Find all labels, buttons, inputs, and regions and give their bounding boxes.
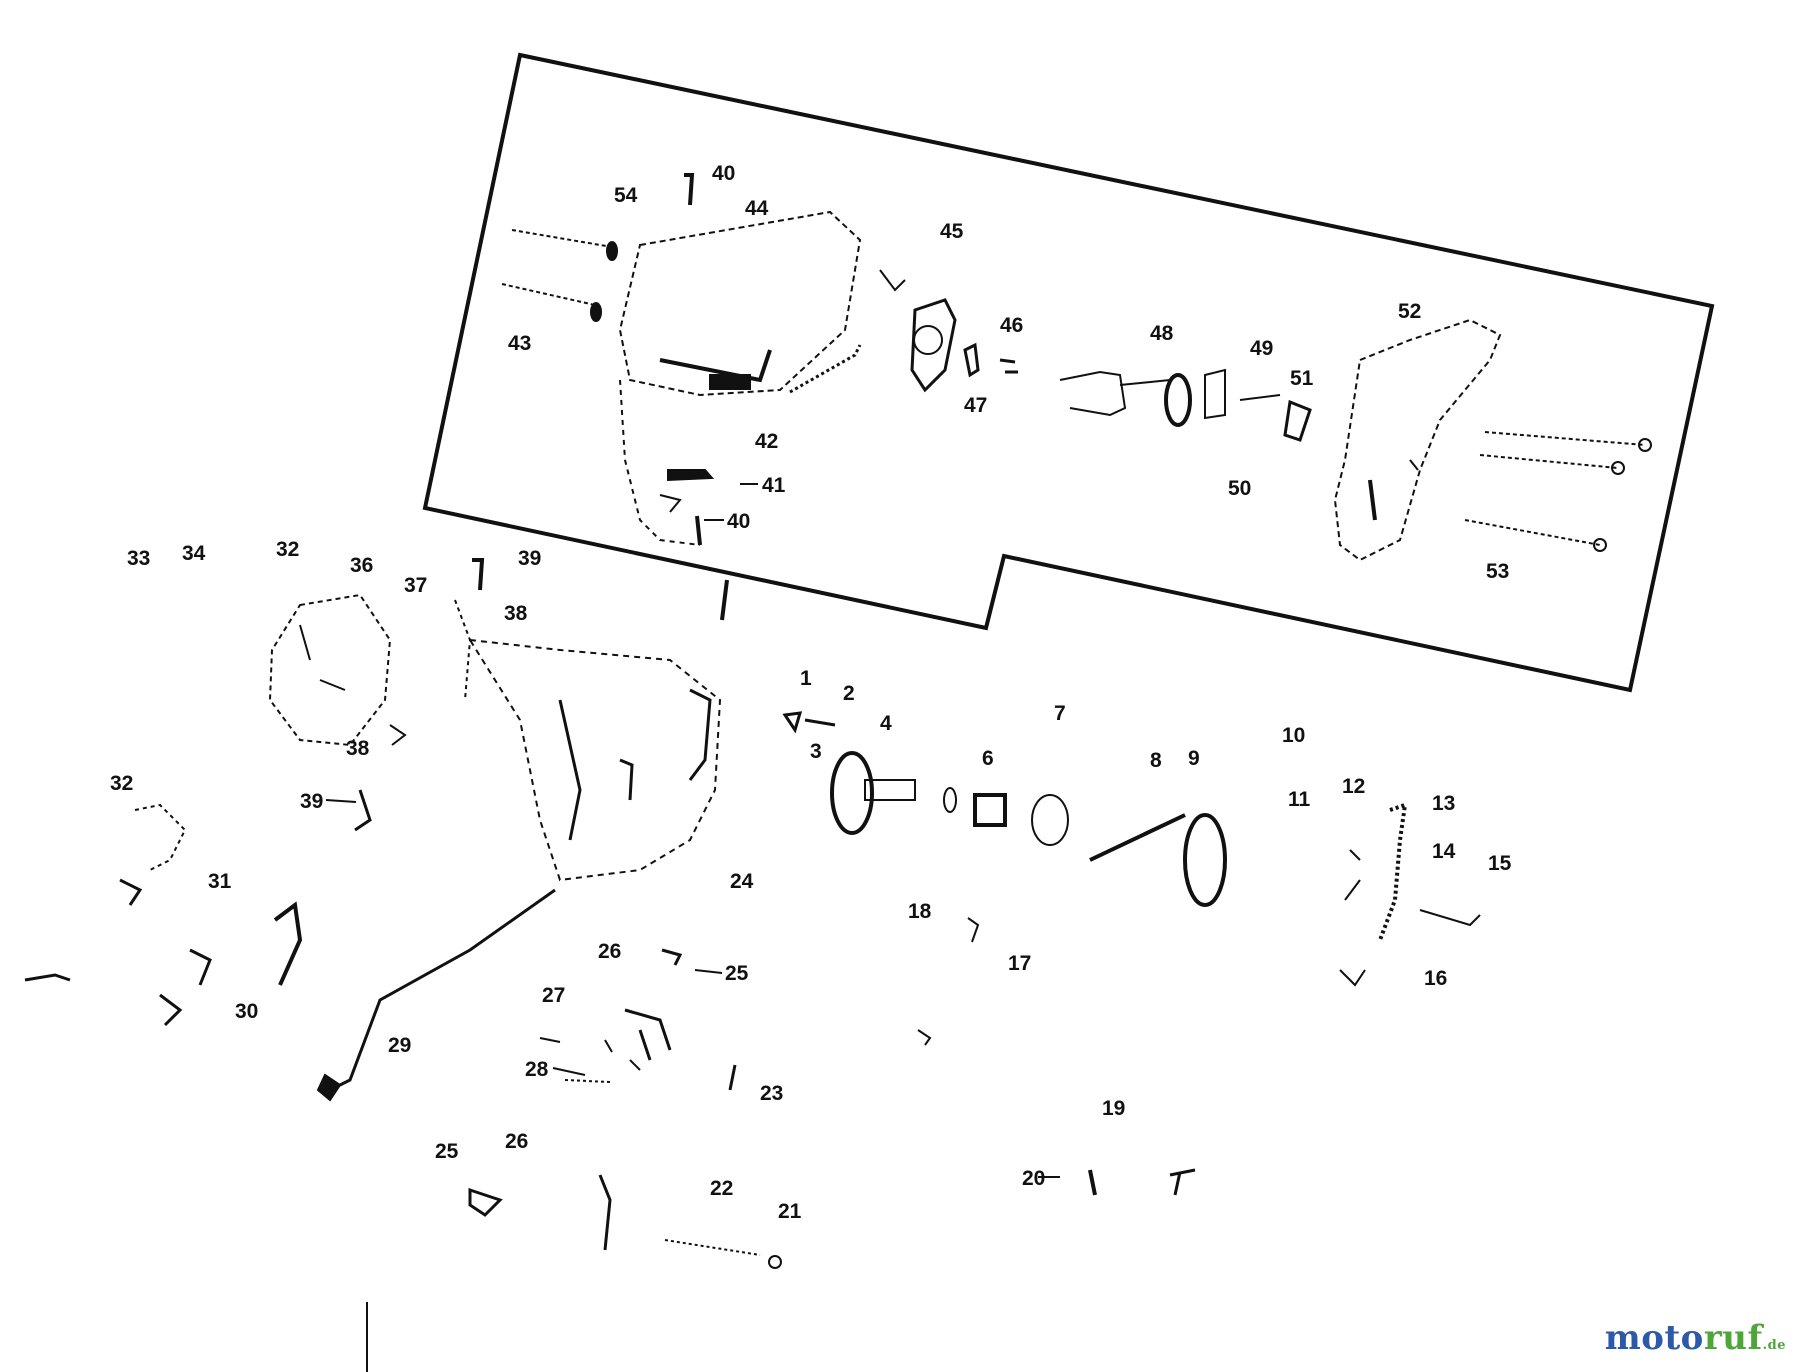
callout-48: 48	[1150, 322, 1174, 345]
watermark-part1: moto	[1604, 1318, 1704, 1358]
callout-28: 28	[525, 1058, 549, 1081]
callout-25b: 25	[435, 1140, 459, 1163]
callout-20: 20	[1022, 1167, 1045, 1190]
callout-10: 10	[1282, 724, 1305, 747]
callout-26b: 26	[505, 1130, 528, 1153]
callout-17: 17	[1008, 952, 1031, 975]
inset-frame	[422, 52, 1715, 693]
callout-38: 38	[504, 602, 528, 625]
watermark-suffix: .de	[1762, 1338, 1786, 1353]
callout-16: 16	[1424, 967, 1447, 990]
callout-18: 18	[908, 900, 932, 923]
callout-27: 27	[542, 984, 565, 1007]
callout-34: 34	[182, 542, 206, 565]
inset-connector	[720, 579, 729, 621]
callout-1: 1	[800, 667, 812, 690]
callout-22: 22	[710, 1177, 733, 1200]
callout-43: 43	[508, 332, 531, 355]
callout-15: 15	[1488, 852, 1512, 875]
callout-8: 8	[1150, 749, 1162, 772]
callout-53: 53	[1486, 560, 1509, 583]
callout-13: 13	[1432, 792, 1455, 815]
callout-36: 36	[350, 554, 373, 577]
callout-7: 7	[1054, 702, 1066, 725]
callout-42: 42	[755, 430, 778, 453]
callout-40b: 40	[727, 510, 750, 533]
callout-6: 6	[982, 747, 994, 770]
callout-labels: 1 2 3 4 6 7 8 9 10 11 12 13 14 15 16 17 …	[110, 162, 1512, 1223]
callout-50: 50	[1228, 477, 1251, 500]
inset-parts	[501, 173, 1652, 562]
callout-19: 19	[1102, 1097, 1125, 1120]
callout-30: 30	[235, 1000, 258, 1023]
callout-39: 39	[518, 547, 541, 570]
callout-12: 12	[1342, 775, 1365, 798]
callout-51: 51	[1290, 367, 1314, 390]
callout-33: 33	[127, 547, 150, 570]
callout-2: 2	[843, 682, 855, 705]
callout-54: 54	[614, 184, 638, 207]
watermark-part2: ruf	[1703, 1318, 1763, 1358]
callout-44: 44	[745, 197, 769, 220]
callout-11: 11	[1288, 788, 1311, 811]
watermark-logo: motoruf.de	[1605, 1318, 1786, 1358]
callout-38b: 38	[346, 737, 370, 760]
main-assembly	[24, 558, 1481, 1269]
callout-32: 32	[110, 772, 133, 795]
callout-29: 29	[388, 1034, 411, 1057]
callout-40: 40	[712, 162, 735, 185]
callout-3: 3	[810, 740, 822, 763]
callout-49: 49	[1250, 337, 1273, 360]
callout-23: 23	[760, 1082, 783, 1105]
callout-25: 25	[725, 962, 749, 985]
callout-24: 24	[730, 870, 754, 893]
callout-14: 14	[1432, 840, 1456, 863]
callout-31: 31	[208, 870, 232, 893]
callout-46: 46	[1000, 314, 1023, 337]
callout-4: 4	[880, 712, 892, 735]
callout-26: 26	[598, 940, 621, 963]
callout-32b: 32	[276, 538, 299, 561]
callout-52: 52	[1398, 300, 1421, 323]
leader-lines	[325, 483, 1060, 1178]
callout-9: 9	[1188, 747, 1200, 770]
callout-41: 41	[762, 474, 786, 497]
callout-47: 47	[964, 394, 987, 417]
callout-21: 21	[778, 1200, 802, 1223]
callout-45: 45	[940, 220, 964, 243]
callout-39b: 39	[300, 790, 323, 813]
callout-37: 37	[404, 574, 427, 597]
